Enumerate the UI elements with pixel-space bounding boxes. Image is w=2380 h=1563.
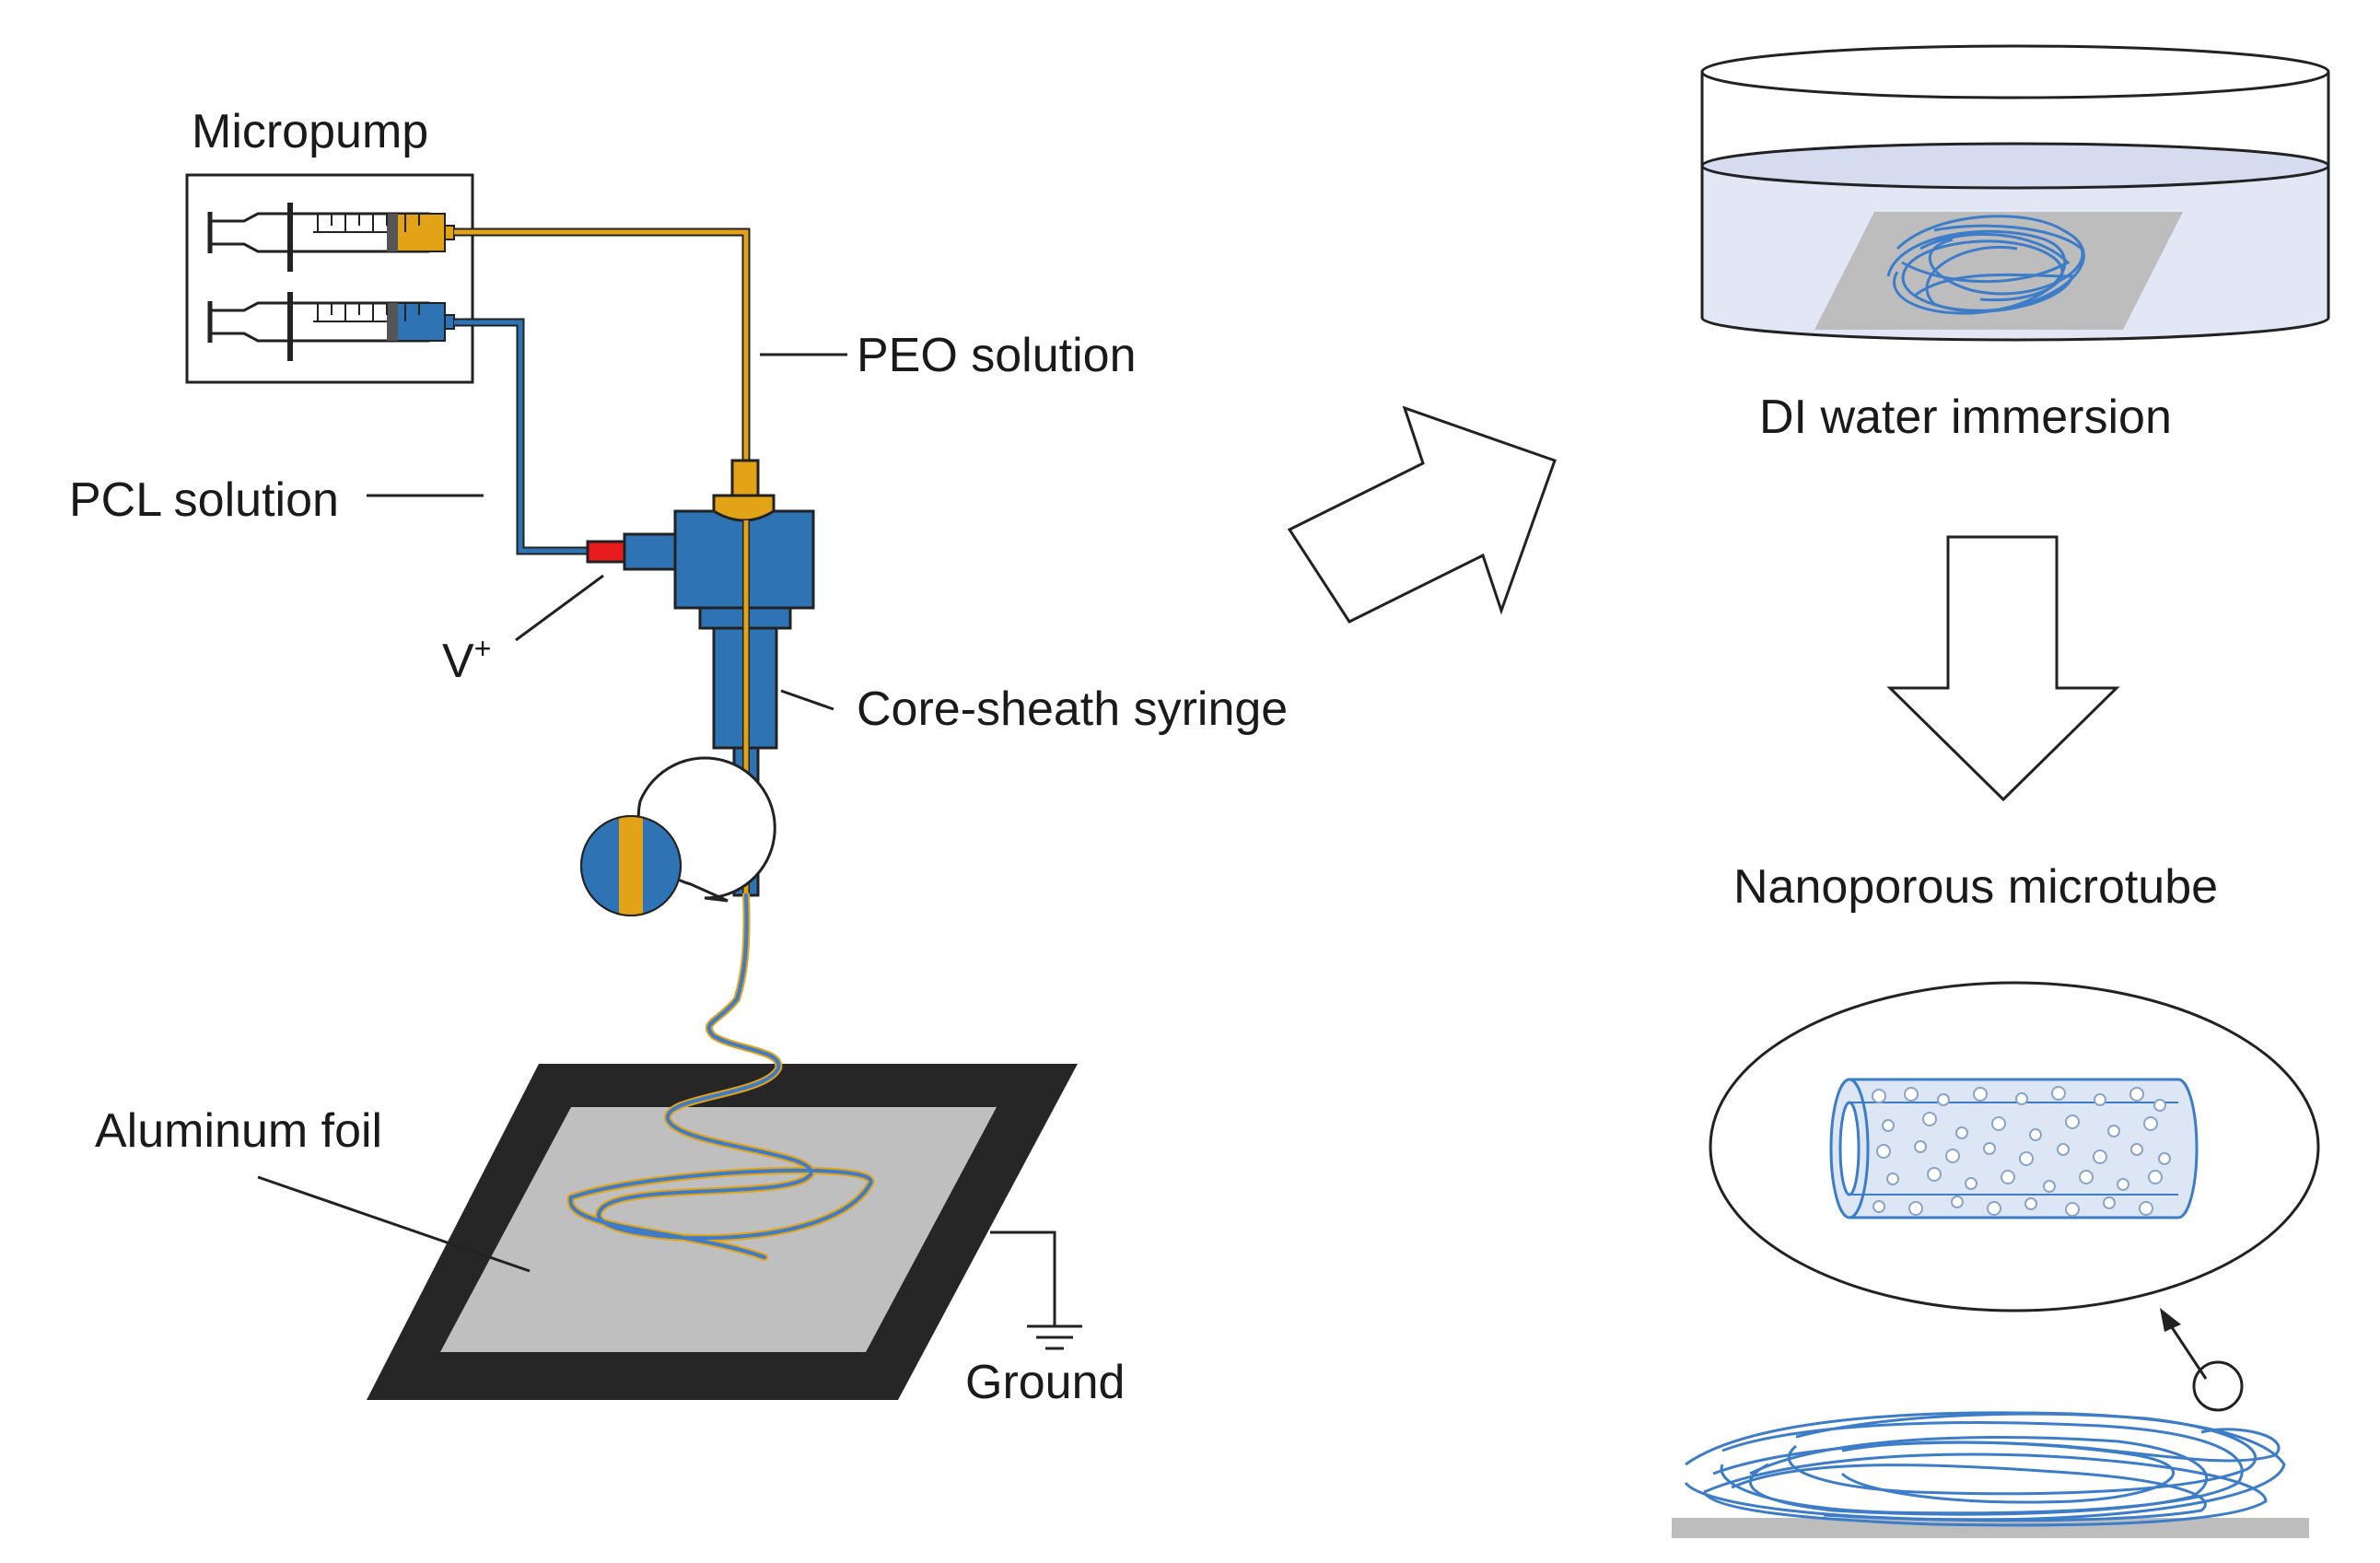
zoom-pointer — [2160, 1308, 2244, 1412]
voltage-leader-line — [515, 574, 604, 642]
collector — [367, 1064, 1078, 1400]
aluminum-foil-label: Aluminum foil — [95, 1104, 382, 1158]
ground-label: Ground — [965, 1356, 1125, 1409]
aluminum-leader-line — [257, 1175, 531, 1273]
cross-section-callout — [580, 756, 776, 916]
syringe-peo — [207, 203, 455, 272]
core-sheath-syringe-label: Core-sheath syringe — [857, 682, 1288, 736]
micropump-label: Micropump — [192, 105, 428, 158]
arrow-up-right-icon — [1287, 405, 1557, 624]
ground-icon — [990, 1231, 1082, 1350]
core-sheath-leader-line — [780, 689, 834, 711]
arrow-down-icon — [1886, 535, 2120, 802]
aluminum-foil-plate — [440, 1107, 997, 1352]
syringe-pcl — [207, 292, 455, 361]
voltage-label: V+ — [442, 632, 491, 688]
micropump: Micropump — [185, 105, 474, 384]
electrode-connector — [586, 540, 626, 564]
fiber-mat — [1672, 1411, 2309, 1538]
micropump-box — [185, 173, 474, 384]
microtube-zoom-bubble — [1709, 981, 2320, 1312]
peo-solution-label: PEO solution — [857, 329, 1137, 382]
di-water-immersion-label: DI water immersion — [1759, 391, 2172, 444]
pcl-solution-label: PCL solution — [69, 473, 339, 527]
water-dish — [1700, 44, 2330, 342]
peo-tube — [454, 227, 751, 465]
pcl-tube — [454, 318, 589, 555]
nanoporous-microtube-label: Nanoporous microtube — [1733, 860, 2218, 914]
fiber-jet — [566, 892, 875, 1261]
